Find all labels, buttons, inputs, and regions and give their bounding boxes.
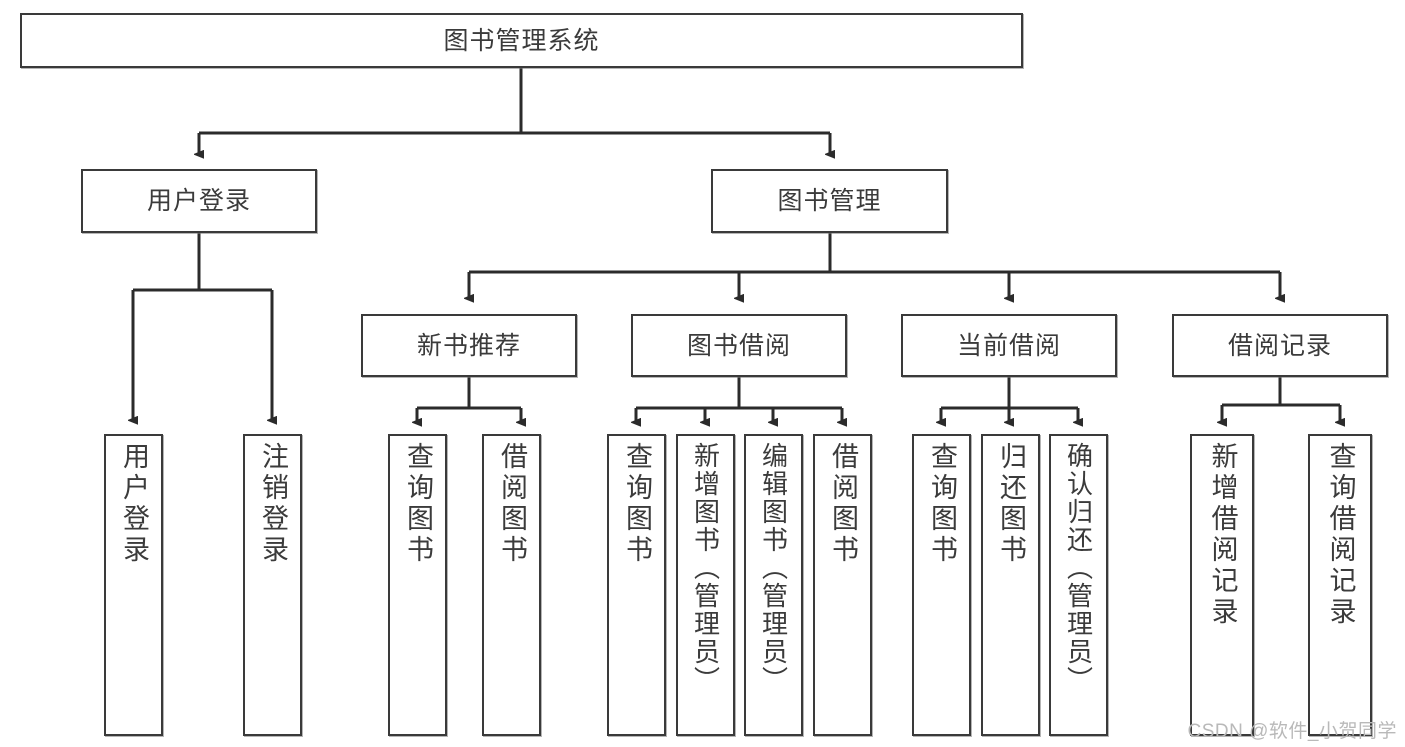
node-leaf-query-book-recommend[interactable]: 查询图书 (388, 434, 447, 736)
node-new-book-recommend[interactable]: 新书推荐 (361, 314, 577, 377)
node-root-label: 图书管理系统 (443, 26, 600, 55)
node-leaf-query-borrow-record-label: 查询借阅记录 (1325, 442, 1356, 628)
node-leaf-query-book-current[interactable]: 查询图书 (912, 434, 971, 736)
node-leaf-logout-login-label: 注销登录 (258, 442, 288, 566)
node-leaf-user-login-label: 用户登录 (119, 442, 149, 566)
node-leaf-borrow-book-borrow[interactable]: 借阅图书 (813, 434, 872, 736)
node-leaf-add-borrow-record-label: 新增借阅记录 (1207, 442, 1238, 628)
node-book-borrow[interactable]: 图书借阅 (631, 314, 847, 377)
node-leaf-user-login[interactable]: 用户登录 (104, 434, 163, 736)
node-leaf-edit-book-admin-label: 编辑图书（管理员） (758, 442, 789, 694)
node-leaf-return-book-label: 归还图书 (996, 442, 1026, 566)
node-borrow-record-label: 借阅记录 (1227, 331, 1332, 360)
node-leaf-query-borrow-record[interactable]: 查询借阅记录 (1308, 434, 1372, 736)
node-leaf-query-book-recommend-label: 查询图书 (403, 442, 433, 566)
node-leaf-add-book-admin-label: 新增图书（管理员） (690, 442, 721, 694)
node-book-borrow-label: 图书借阅 (686, 331, 791, 360)
node-current-borrow-label: 当前借阅 (956, 331, 1061, 360)
node-user-login-label: 用户登录 (146, 187, 251, 215)
node-leaf-add-borrow-record[interactable]: 新增借阅记录 (1190, 434, 1254, 736)
node-borrow-record[interactable]: 借阅记录 (1172, 314, 1388, 377)
node-book-management-label: 图书管理 (777, 187, 882, 215)
node-leaf-return-book[interactable]: 归还图书 (981, 434, 1040, 736)
node-leaf-confirm-return-admin-label: 确认归还（管理员） (1063, 442, 1094, 694)
node-leaf-add-book-admin[interactable]: 新增图书（管理员） (676, 434, 735, 736)
node-leaf-logout-login[interactable]: 注销登录 (243, 434, 302, 736)
node-leaf-confirm-return-admin[interactable]: 确认归还（管理员） (1049, 434, 1108, 736)
node-book-management[interactable]: 图书管理 (711, 169, 948, 233)
node-leaf-borrow-book-recommend[interactable]: 借阅图书 (482, 434, 541, 736)
node-root[interactable]: 图书管理系统 (20, 13, 1023, 68)
node-current-borrow[interactable]: 当前借阅 (901, 314, 1117, 377)
node-leaf-edit-book-admin[interactable]: 编辑图书（管理员） (744, 434, 803, 736)
node-user-login[interactable]: 用户登录 (81, 169, 317, 233)
node-leaf-query-book-current-label: 查询图书 (927, 442, 957, 566)
node-leaf-query-book-borrow[interactable]: 查询图书 (607, 434, 666, 736)
node-new-book-recommend-label: 新书推荐 (416, 331, 521, 360)
node-leaf-borrow-book-borrow-label: 借阅图书 (828, 442, 858, 566)
node-leaf-query-book-borrow-label: 查询图书 (622, 442, 652, 566)
node-leaf-borrow-book-recommend-label: 借阅图书 (497, 442, 527, 566)
